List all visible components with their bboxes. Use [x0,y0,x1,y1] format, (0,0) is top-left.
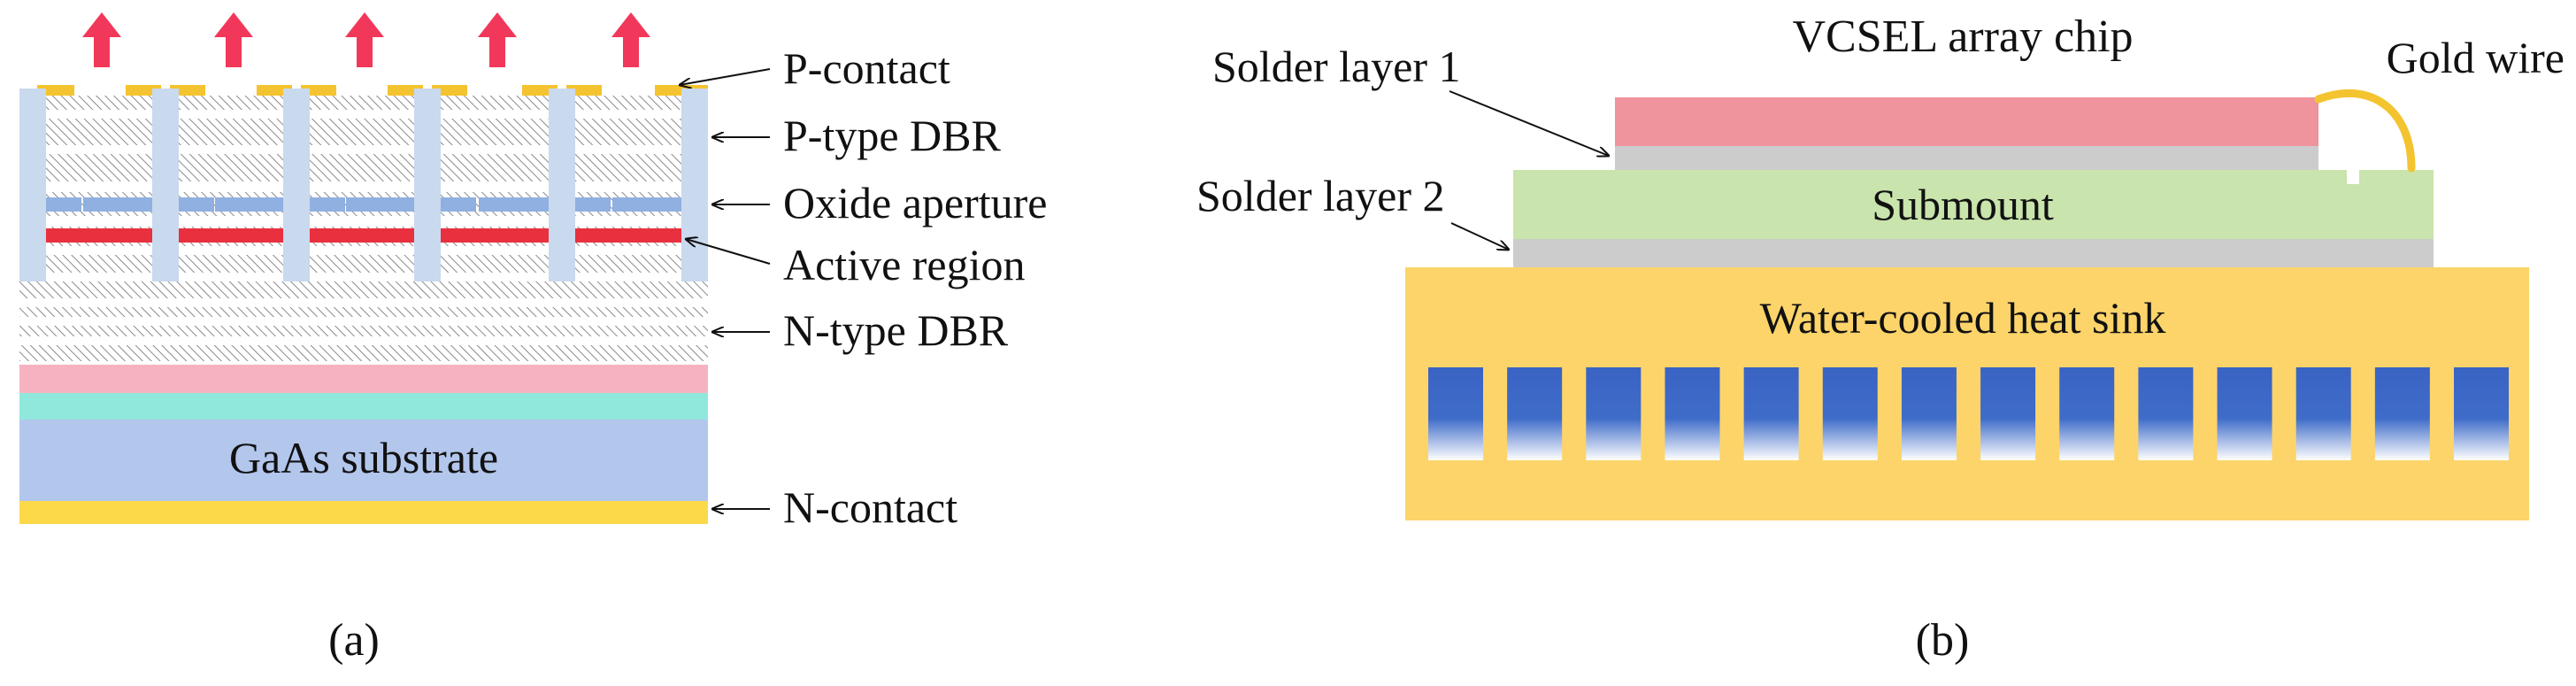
oxide-dash [513,197,552,212]
emission-arrow [345,12,384,67]
emission-arrow [611,12,650,67]
emission-arrow [214,12,253,67]
gold-wire [2314,89,2416,173]
cooling-channel [2217,367,2272,460]
label-gold-wire: Gold wire [2387,33,2564,82]
cooling-channel [2138,367,2194,460]
dbr-separators [19,110,708,255]
panel-b-packaging: Water-cooled heat sink Submount VCSEL ar… [1196,12,2564,666]
emission-arrow [478,12,517,67]
label-solder-layer-2: Solder layer 2 [1196,171,1444,220]
label-p-contact: P-contact [783,43,950,93]
oxide-dash [479,197,514,212]
cooling-channel [2059,367,2115,460]
p-contact-pads [37,85,708,96]
emission-arrow [82,12,121,67]
cooling-channel [1980,367,2036,460]
n-contact-layer [19,501,708,524]
submount-label: Submount [1872,180,2054,229]
label-active-region: Active region [783,240,1026,289]
trench [152,89,179,281]
oxide-dash [306,197,345,212]
oxide-dash [175,197,214,212]
isolation-trenches [19,89,708,281]
heat-sink-label: Water-cooled heat sink [1760,293,2166,343]
active-region-layer [19,228,708,243]
cooling-channel [1586,367,1642,460]
solder-layer-2 [1513,239,2434,267]
vcsel-array-chip [1615,97,2318,146]
label-n-type-dbr: N-type DBR [783,305,1009,355]
cooling-channel [1665,367,1720,460]
trench [549,89,575,281]
trench [19,89,46,281]
emission-arrows [82,12,650,67]
cooling-channel [1822,367,1878,460]
panel-a-labels: P-contact P-type DBR Oxide aperture Acti… [783,43,1047,532]
label-solder-layer-1: Solder layer 1 [1212,42,1460,91]
cooling-channel [1507,367,1563,460]
oxide-dash [572,197,611,212]
trench [414,89,441,281]
label-n-contact: N-contact [783,482,957,532]
bond-pad [2347,170,2359,184]
cooling-channels [1428,367,2509,460]
label-oxide-aperture: Oxide aperture [783,178,1047,227]
trench [283,89,310,281]
solder-layer-1 [1615,146,2318,170]
trench [681,89,708,281]
oxide-dash [379,197,418,212]
label-p-type-dbr: P-type DBR [783,111,1002,160]
oxide-dash [42,197,81,212]
oxide-dash [117,197,156,212]
panel-b-labels: VCSEL array chip Gold wire Solder layer … [1196,12,2564,220]
cooling-channel [2374,367,2430,460]
substrate-label: GaAs substrate [229,433,498,482]
panel-a-leaders [680,68,771,509]
cooling-channel [2454,367,2509,460]
oxide-dash [83,197,119,212]
oxide-aperture-layer [34,197,685,212]
n-type-dbr-layer [19,281,708,361]
oxide-dash [215,197,250,212]
oxide-dash [646,197,685,212]
submount [1513,170,2434,239]
panel-a-vcsel-structure: GaAs substrate P-contact P-type DBR Oxid… [19,12,1047,666]
gaas-substrate [19,420,708,501]
cooling-channel [1901,367,1957,460]
oxide-dash [612,197,648,212]
oxide-dash [437,197,476,212]
cyan-layer [19,393,708,420]
panel-b-leaders [1449,90,1609,250]
label-vcsel-array-chip: VCSEL array chip [1792,12,2133,62]
cooling-channel [2295,367,2351,460]
caption-a: (a) [328,615,380,666]
pink-layer [19,365,708,393]
cooling-channel [1428,367,1483,460]
caption-b: (b) [1916,615,1970,666]
oxide-dash [346,197,381,212]
cooling-channel [1743,367,1799,460]
oxide-dash [248,197,287,212]
